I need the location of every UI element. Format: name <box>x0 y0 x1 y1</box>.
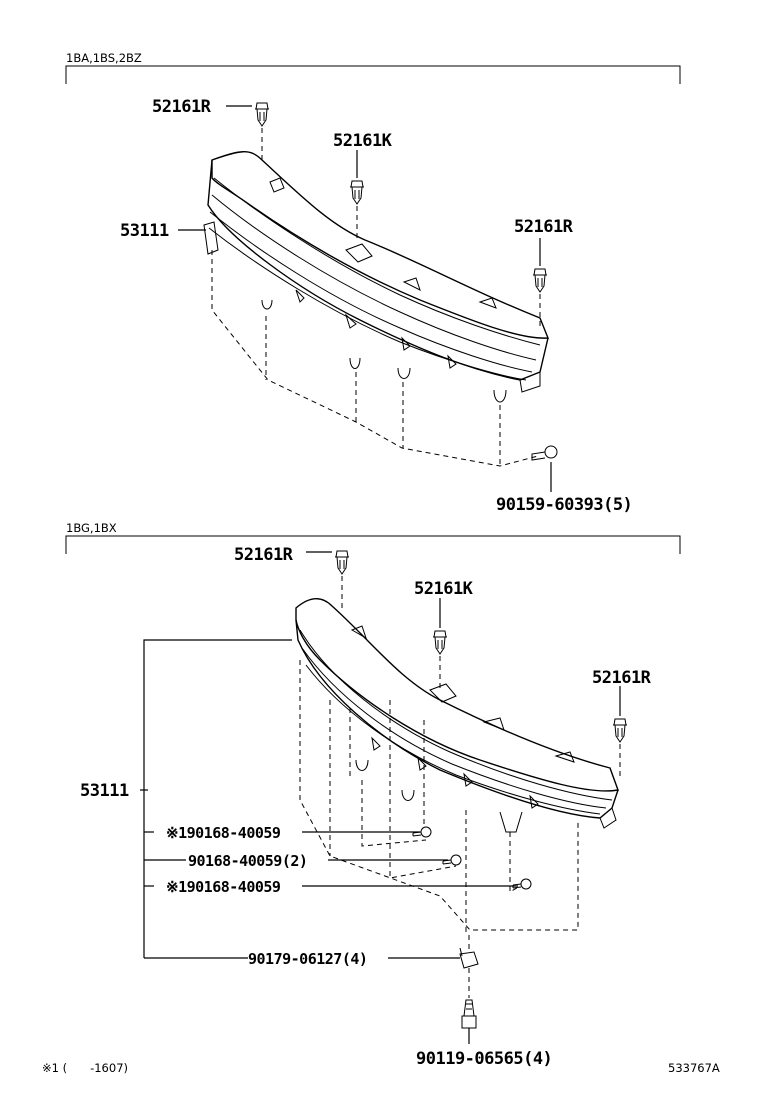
section-1: 1BA,1BS,2BZ <box>65 51 681 515</box>
variant-label: 1BG,1BX <box>66 521 117 535</box>
section-bracket <box>65 65 681 84</box>
screw-90119-06565 <box>461 999 477 1044</box>
label-screw: 90159-60393(5) <box>496 495 632 515</box>
label-screw: 90119-06565(4) <box>416 1049 552 1069</box>
section-bracket <box>65 535 681 554</box>
label-clip-left: 52161R <box>152 97 212 117</box>
diagram-id: 533767A <box>668 1061 720 1075</box>
clip-52161K <box>432 630 448 655</box>
label-clip-center: 52161K <box>333 131 393 151</box>
nut-90179-06127 <box>459 947 479 969</box>
section-2: 1BG,1BX <box>65 521 681 1069</box>
label-clip-right: 52161R <box>514 217 574 237</box>
label-clip-center: 52161K <box>414 579 474 599</box>
clip-52161K <box>349 180 365 205</box>
footnote: ※1 ( -1607) <box>42 1061 128 1075</box>
label-grille: 53111 <box>80 781 129 801</box>
bolt-90168-40059-c <box>512 878 532 890</box>
clip-52161R-right <box>532 268 548 293</box>
clip-52161R-right <box>612 718 628 743</box>
label-bolt-b: 90168-40059(2) <box>188 852 307 870</box>
label-bolt-c: ※190168-40059 <box>166 878 281 896</box>
clip-52161R-left <box>254 102 270 127</box>
grille-53111 <box>295 598 619 833</box>
screw-90159-60393 <box>531 445 558 461</box>
label-grille: 53111 <box>120 221 169 241</box>
label-bolt-a: ※190168-40059 <box>166 824 281 842</box>
clip-52161R-left <box>334 550 350 575</box>
variant-label: 1BA,1BS,2BZ <box>66 51 142 65</box>
grille-53111 <box>203 151 550 403</box>
label-nut: 90179-06127(4) <box>248 950 367 968</box>
label-clip-left: 52161R <box>234 545 294 565</box>
label-clip-right: 52161R <box>592 668 652 688</box>
